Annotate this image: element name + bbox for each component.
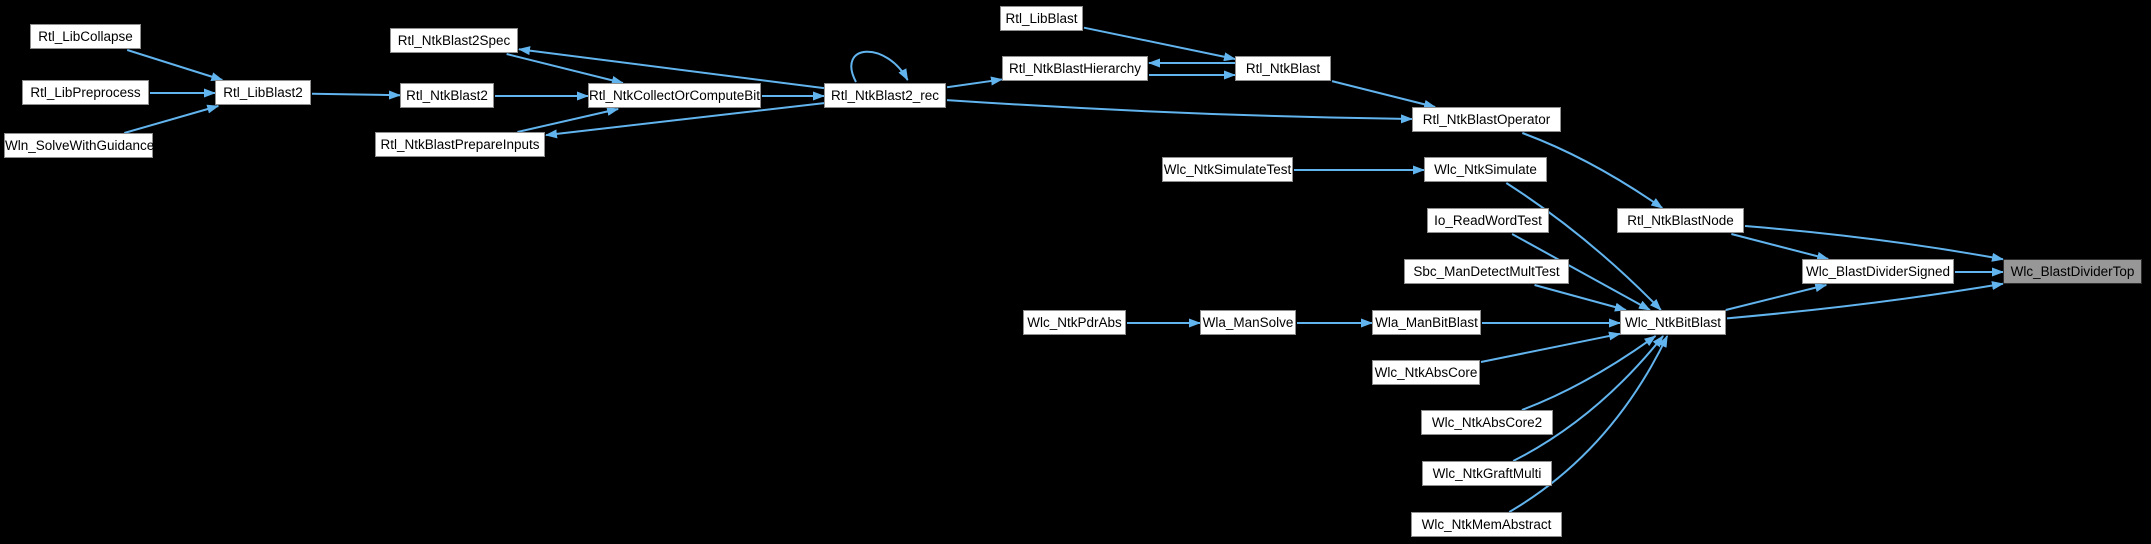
node-Rtl_NtkBlast[interactable]: Rtl_NtkBlast	[1235, 56, 1331, 81]
edge-Io_ReadWordTest-to-Wlc_NtkBitBlast	[1511, 233, 1651, 311]
node-Wlc_BlastDividerTop: Wlc_BlastDividerTop	[2003, 259, 2142, 284]
edge-Rtl_NtkBlastPrepareInputs-to-Rtl_NtkCollectOrComputeBit	[517, 107, 620, 133]
node-Rtl_NtkBlast2[interactable]: Rtl_NtkBlast2	[400, 83, 494, 108]
node-Wlc_NtkAbsCore2[interactable]: Wlc_NtkAbsCore2	[1421, 410, 1553, 435]
edge-Rtl_NtkBlast2_rec-to-Rtl_NtkBlastPrepareInputs	[545, 102, 825, 139]
edge-Rtl_LibCollapse-to-Rtl_LibBlast2	[126, 49, 224, 81]
node-Wlc_NtkBitBlast[interactable]: Wlc_NtkBitBlast	[1620, 310, 1726, 335]
node-Wlc_NtkGraftMulti[interactable]: Wlc_NtkGraftMulti	[1422, 461, 1552, 486]
edge-Rtl_NtkBlastNode-to-Wlc_BlastDividerTop	[1744, 225, 2004, 262]
node-Rtl_LibBlast[interactable]: Rtl_LibBlast	[1000, 6, 1083, 31]
node-Rtl_NtkBlastOperator[interactable]: Rtl_NtkBlastOperator	[1412, 107, 1561, 132]
edge-Rtl_NtkBlast2_rec-to-Rtl_NtkBlastOperator	[946, 99, 1413, 124]
node-Rtl_NtkBlast2_rec[interactable]: Rtl_NtkBlast2_rec	[824, 83, 946, 108]
edge-Wlc_NtkGraftMulti-to-Wlc_NtkBitBlast	[1512, 335, 1664, 462]
edge-Rtl_NtkBlastNode-to-Wlc_BlastDividerSigned	[1731, 233, 1830, 261]
node-Io_ReadWordTest[interactable]: Io_ReadWordTest	[1427, 208, 1549, 233]
edge-Sbc_ManDetectMultTest-to-Wlc_NtkBitBlast	[1534, 284, 1627, 312]
edge-Wlc_NtkAbsCore-to-Wlc_NtkBitBlast	[1480, 331, 1621, 363]
node-Sbc_ManDetectMultTest[interactable]: Sbc_ManDetectMultTest	[1404, 259, 1569, 284]
node-Rtl_LibCollapse[interactable]: Rtl_LibCollapse	[30, 24, 141, 49]
edge-Rtl_NtkBlastOperator-to-Rtl_NtkBlastNode	[1521, 132, 1664, 209]
node-Wlc_NtkPdrAbs[interactable]: Wlc_NtkPdrAbs	[1023, 310, 1126, 335]
node-Wla_ManSolve[interactable]: Wla_ManSolve	[1200, 310, 1296, 335]
edge-Rtl_LibBlast-to-Rtl_NtkBlast	[1083, 26, 1236, 62]
edge-Wlc_NtkBitBlast-to-Wlc_BlastDividerTop	[1726, 281, 2004, 320]
node-Wla_ManBitBlast[interactable]: Wla_ManBitBlast	[1372, 310, 1481, 335]
edge-Rtl_NtkBlast2Spec-to-Rtl_NtkCollectOrComputeBit	[506, 53, 624, 85]
node-Wlc_NtkSimulate[interactable]: Wlc_NtkSimulate	[1424, 157, 1547, 182]
node-Rtl_NtkBlastHierarchy[interactable]: Rtl_NtkBlastHierarchy	[1002, 56, 1148, 81]
node-Rtl_NtkBlast2Spec[interactable]: Rtl_NtkBlast2Spec	[390, 28, 518, 53]
edge-Wln_SolveWithGuidance-to-Rtl_LibBlast2	[123, 104, 220, 134]
edge-Rtl_NtkBlast2_rec-to-Rtl_NtkBlast2Spec	[518, 46, 825, 90]
node-Wlc_BlastDividerSigned[interactable]: Wlc_BlastDividerSigned	[1802, 259, 1954, 284]
edge-Wlc_NtkMemAbstract-to-Wlc_NtkBitBlast	[1508, 335, 1669, 513]
node-Rtl_NtkCollectOrComputeBit[interactable]: Rtl_NtkCollectOrComputeBit	[588, 83, 761, 108]
edge-Rtl_LibBlast2-to-Rtl_NtkBlast2	[311, 90, 401, 100]
node-Rtl_NtkBlastNode[interactable]: Rtl_NtkBlastNode	[1617, 208, 1744, 233]
node-Wlc_NtkSimulateTest[interactable]: Wlc_NtkSimulateTest	[1162, 157, 1293, 182]
edge-Wlc_NtkSimulate-to-Wlc_NtkBitBlast	[1505, 182, 1662, 311]
edge-Rtl_NtkBlast2_rec-to-Rtl_NtkBlastHierarchy	[946, 76, 1003, 89]
node-Wlc_NtkMemAbstract[interactable]: Wlc_NtkMemAbstract	[1411, 512, 1562, 537]
node-Wlc_NtkAbsCore[interactable]: Wlc_NtkAbsCore	[1372, 360, 1480, 385]
node-Rtl_NtkBlastPrepareInputs[interactable]: Rtl_NtkBlastPrepareInputs	[375, 132, 545, 157]
edge-Rtl_NtkBlast2_rec-to-Rtl_NtkBlast2_rec	[850, 50, 909, 83]
node-Rtl_LibBlast2[interactable]: Rtl_LibBlast2	[215, 80, 311, 105]
node-Rtl_LibPreprocess[interactable]: Rtl_LibPreprocess	[22, 80, 149, 105]
edge-Wlc_NtkAbsCore2-to-Wlc_NtkBitBlast	[1521, 335, 1657, 411]
edge-Wlc_NtkBitBlast-to-Wlc_BlastDividerSigned	[1725, 283, 1828, 311]
edge-Rtl_NtkBlast-to-Rtl_NtkBlastOperator	[1331, 80, 1437, 109]
node-Wln_SolveWithGuidance[interactable]: Wln_SolveWithGuidance	[4, 133, 154, 158]
